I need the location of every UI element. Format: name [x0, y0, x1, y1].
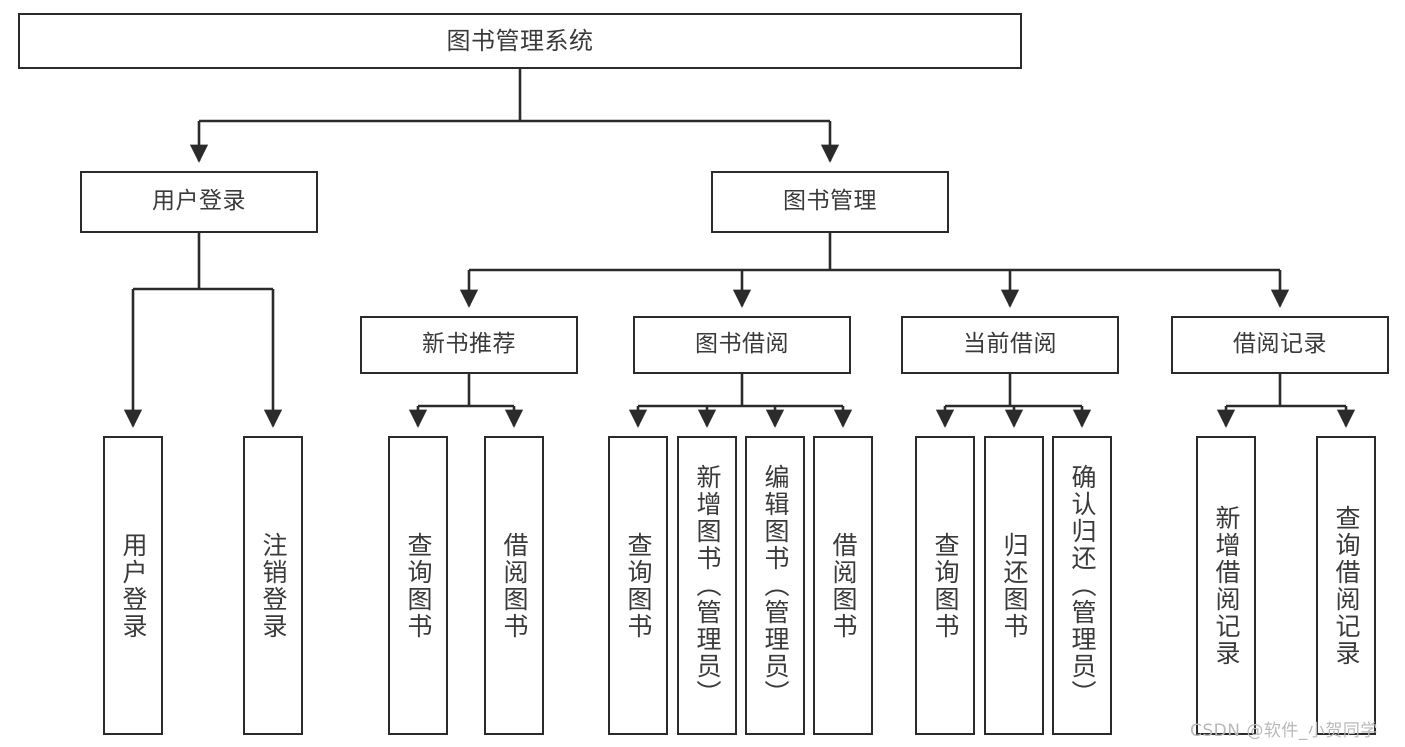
- node-leaf-add-borrow-record-label: 新增借阅记录: [1212, 504, 1241, 667]
- node-leaf-logout-label: 注销登录: [259, 531, 288, 640]
- node-leaf-user-login-label: 用户登录: [119, 531, 148, 640]
- node-leaf-query-borrow-record[interactable]: 查询借阅记录: [1316, 436, 1376, 735]
- node-leaf-add-book-admin-label: 新增图书（管理员）: [693, 464, 722, 707]
- node-leaf-return-book-label: 归还图书: [1000, 531, 1029, 640]
- node-leaf-confirm-return-admin[interactable]: 确认归还（管理员）: [1052, 436, 1112, 735]
- node-leaf-borrow-book-2-label: 借阅图书: [829, 531, 858, 640]
- node-leaf-add-book-admin[interactable]: 新增图书（管理员）: [677, 436, 737, 735]
- node-leaf-query-book-1-label: 查询图书: [404, 531, 433, 640]
- node-book-borrow[interactable]: 图书借阅: [633, 316, 851, 374]
- node-leaf-borrow-book-1-label: 借阅图书: [500, 531, 529, 640]
- node-book-manage-label: 图书管理: [783, 188, 877, 215]
- node-leaf-query-book-2[interactable]: 查询图书: [608, 436, 668, 735]
- node-leaf-query-book-3-label: 查询图书: [931, 531, 960, 640]
- node-new-book-recommendation[interactable]: 新书推荐: [360, 316, 578, 374]
- node-leaf-edit-book-admin[interactable]: 编辑图书（管理员）: [745, 436, 805, 735]
- node-leaf-edit-book-admin-label: 编辑图书（管理员）: [761, 464, 790, 707]
- node-leaf-query-book-2-label: 查询图书: [624, 531, 653, 640]
- node-leaf-user-login[interactable]: 用户登录: [103, 436, 163, 735]
- node-leaf-query-book-1[interactable]: 查询图书: [388, 436, 448, 735]
- node-book-manage[interactable]: 图书管理: [711, 171, 949, 233]
- watermark: CSDN @软件_小贺同学: [1190, 721, 1378, 741]
- node-root[interactable]: 图书管理系统: [18, 13, 1022, 69]
- node-borrow-record-label: 借阅记录: [1233, 331, 1327, 358]
- node-new-book-recommendation-label: 新书推荐: [422, 331, 516, 358]
- node-borrow-record[interactable]: 借阅记录: [1171, 316, 1389, 374]
- node-user-login-label: 用户登录: [152, 188, 246, 215]
- node-leaf-borrow-book-1[interactable]: 借阅图书: [484, 436, 544, 735]
- node-leaf-borrow-book-2[interactable]: 借阅图书: [813, 436, 873, 735]
- node-leaf-return-book[interactable]: 归还图书: [984, 436, 1044, 735]
- node-leaf-query-book-3[interactable]: 查询图书: [915, 436, 975, 735]
- node-leaf-logout[interactable]: 注销登录: [243, 436, 303, 735]
- node-book-borrow-label: 图书借阅: [695, 331, 789, 358]
- node-leaf-query-borrow-record-label: 查询借阅记录: [1332, 504, 1361, 667]
- node-root-label: 图书管理系统: [446, 26, 594, 55]
- node-user-login[interactable]: 用户登录: [80, 171, 318, 233]
- node-leaf-confirm-return-admin-label: 确认归还（管理员）: [1068, 464, 1097, 707]
- node-leaf-add-borrow-record[interactable]: 新增借阅记录: [1196, 436, 1256, 735]
- node-current-borrow-label: 当前借阅: [963, 331, 1057, 358]
- node-current-borrow[interactable]: 当前借阅: [901, 316, 1119, 374]
